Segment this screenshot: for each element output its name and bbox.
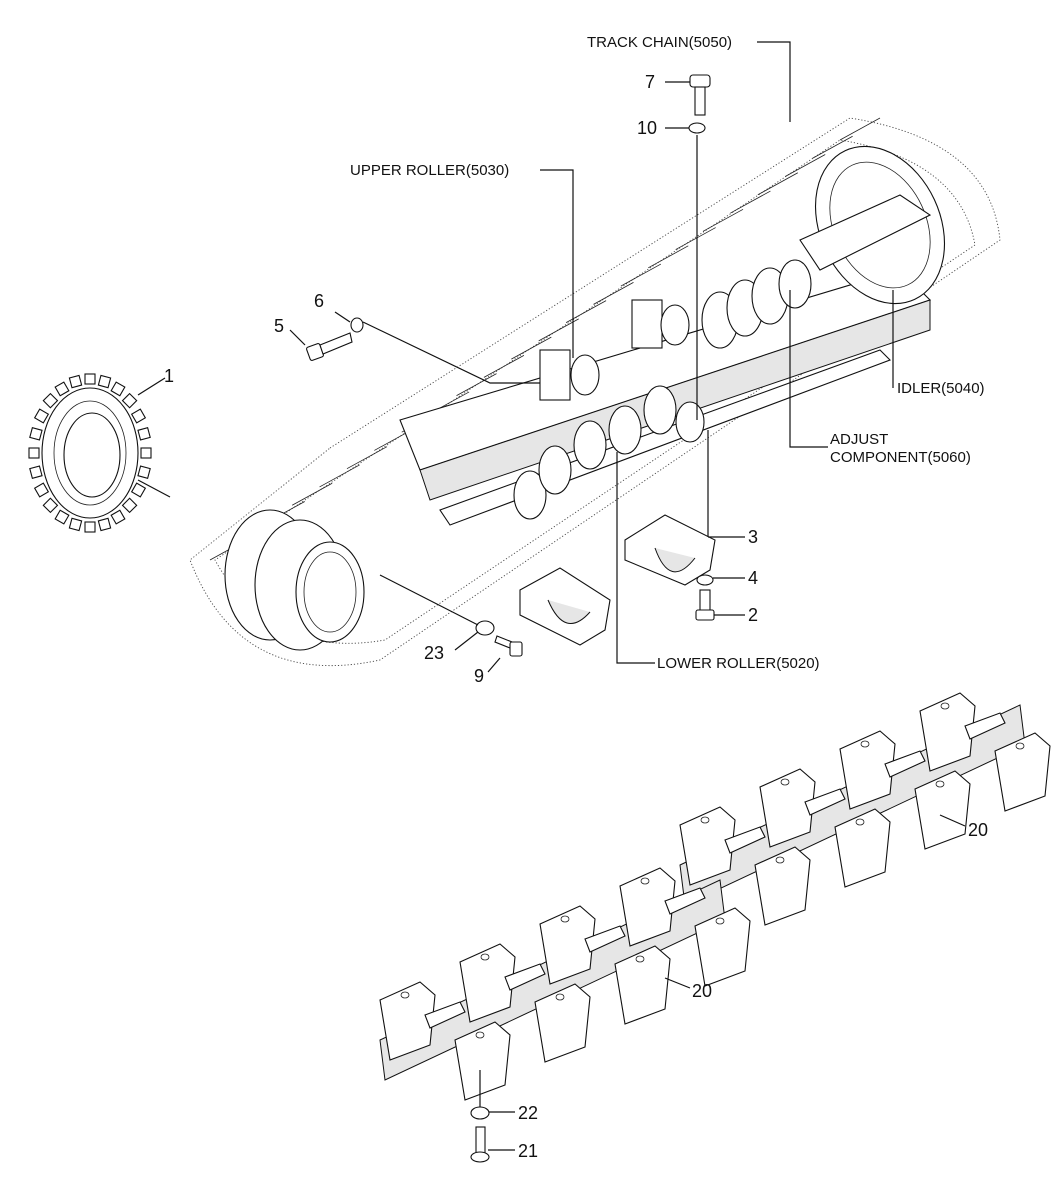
callout-5: 4	[748, 568, 758, 588]
washer-5	[696, 574, 714, 586]
callout-9: 7	[645, 72, 655, 92]
callout-23: 23	[424, 643, 444, 663]
track-guard-segment-lower	[379, 867, 751, 1101]
adjust-component-spring	[701, 259, 812, 349]
callout-2: 9	[474, 666, 484, 686]
label-adjust-component: COMPONENT(5060)	[830, 449, 971, 466]
bolt-21	[470, 1126, 490, 1163]
bolt-9	[689, 74, 711, 116]
callout-6: 5	[274, 316, 284, 336]
washer-10	[688, 122, 706, 134]
callout-10: 10	[637, 118, 657, 138]
bolt-2	[494, 635, 523, 657]
track-guard-segment-upper	[679, 692, 1051, 926]
callout-20-lower: 20	[692, 981, 712, 1001]
label-adjust: ADJUST	[830, 431, 888, 448]
track-guard-rear	[624, 514, 716, 586]
track-guard-front	[519, 567, 611, 646]
label-track-chain: TRACK CHAIN(5050)	[587, 34, 732, 51]
washer-23	[475, 620, 495, 636]
callout-21: 21	[518, 1141, 538, 1161]
sprocket	[28, 373, 152, 533]
label-upper-roller: UPPER ROLLER(5030)	[350, 162, 509, 179]
washer-22	[470, 1106, 490, 1120]
lower-rollers	[513, 385, 705, 520]
final-drive	[224, 509, 365, 651]
bolt-4	[695, 589, 715, 621]
callout-7: 6	[314, 291, 324, 311]
callout-3: 3	[748, 527, 758, 547]
callout-20-upper: 20	[968, 820, 988, 840]
label-idler: IDLER(5040)	[897, 380, 985, 397]
callout-22: 22	[518, 1103, 538, 1123]
washer-7	[350, 317, 364, 333]
label-lower-roller: LOWER ROLLER(5020)	[657, 655, 820, 672]
callout-1: 1	[164, 366, 174, 386]
upper-rollers	[539, 299, 690, 401]
idler-wheel	[799, 145, 946, 305]
bolt-6	[306, 332, 353, 361]
leader-lines	[137, 41, 966, 1151]
track-chain-outline	[189, 117, 1001, 667]
callout-4: 2	[748, 605, 758, 625]
